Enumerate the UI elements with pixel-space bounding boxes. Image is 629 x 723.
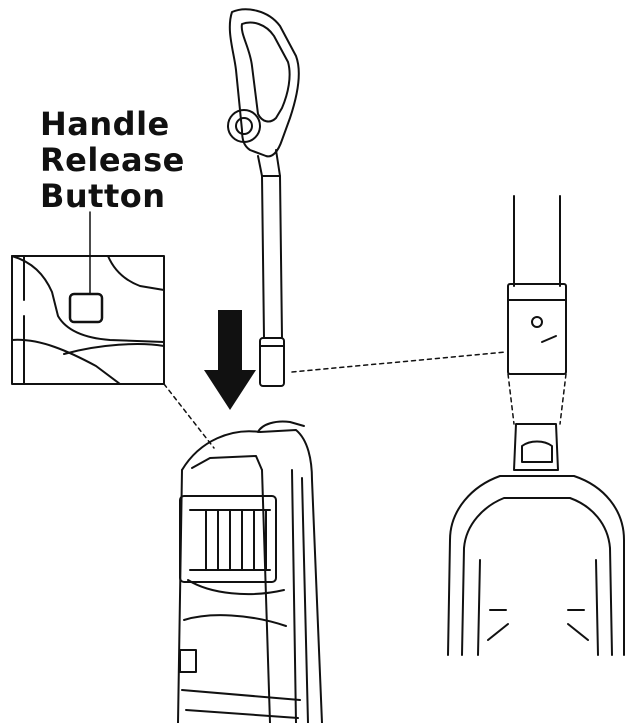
handle-assembly xyxy=(227,8,300,387)
handle-tube xyxy=(261,175,283,339)
handle-pivot-knob xyxy=(227,109,261,143)
release-button xyxy=(68,292,104,324)
label-line-2: Release xyxy=(40,141,185,179)
vacuum-body xyxy=(177,420,323,723)
arrow-down-icon xyxy=(204,310,256,410)
handle-release-button-label: Handle Release Button xyxy=(40,106,185,214)
label-line-3: Button xyxy=(40,177,166,215)
label-line-1: Handle xyxy=(40,105,170,143)
release-button-inset xyxy=(11,211,165,385)
connection-detail xyxy=(447,195,625,656)
tube-collar xyxy=(507,283,567,375)
receiving-socket xyxy=(513,423,559,471)
handle-connector-tip xyxy=(259,337,285,387)
